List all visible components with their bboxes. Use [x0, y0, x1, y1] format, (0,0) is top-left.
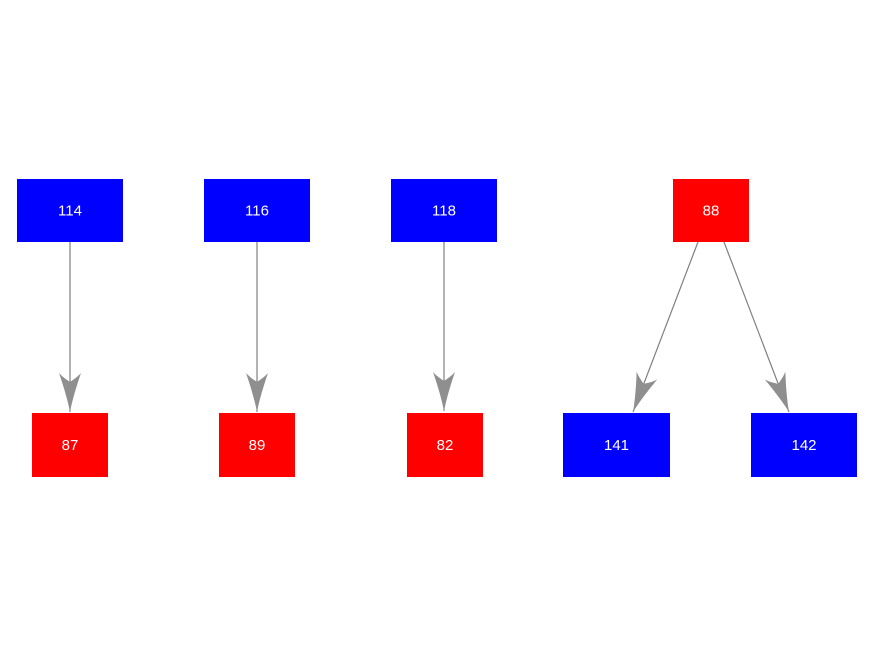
- arrowhead-icon: [246, 373, 268, 412]
- node-label: 118: [432, 203, 456, 220]
- node-box: [391, 179, 497, 242]
- arrowhead-icon: [433, 372, 455, 411]
- node-label: 87: [62, 437, 79, 454]
- edge-116-89: [246, 242, 268, 412]
- node-142: 142: [751, 413, 857, 477]
- arrowhead-icon: [764, 371, 789, 412]
- arrowhead-icon: [633, 371, 658, 412]
- node-box: [32, 413, 108, 477]
- node-88: 88: [673, 179, 749, 242]
- node-label: 141: [604, 437, 629, 454]
- node-label: 114: [58, 203, 82, 220]
- node-box: [219, 413, 295, 477]
- node-box: [407, 413, 483, 477]
- node-box: [204, 179, 310, 242]
- edge-114-87: [59, 242, 81, 412]
- node-label: 142: [791, 437, 816, 454]
- node-box: [17, 179, 123, 242]
- edges-layer: [59, 241, 790, 413]
- node-label: 82: [437, 437, 454, 454]
- node-116: 116: [204, 179, 310, 242]
- node-141: 141: [563, 413, 670, 477]
- node-label: 89: [249, 437, 266, 454]
- node-box: [563, 413, 670, 477]
- edge-118-82: [433, 242, 455, 411]
- node-114: 114: [17, 179, 123, 242]
- node-box: [673, 179, 749, 242]
- node-82: 82: [407, 413, 483, 477]
- node-87: 87: [32, 413, 108, 477]
- node-label: 88: [703, 203, 720, 220]
- nodes-layer: 114 116 118 88 87 89 82 141 142: [17, 179, 857, 477]
- arrowhead-icon: [59, 373, 81, 412]
- node-label: 116: [245, 203, 269, 220]
- node-89: 89: [219, 413, 295, 477]
- edge-88-142: [723, 241, 790, 413]
- edge-line: [723, 241, 790, 413]
- node-118: 118: [391, 179, 497, 242]
- edge-88-141: [632, 241, 699, 413]
- node-box: [751, 413, 857, 477]
- edge-line: [632, 241, 699, 413]
